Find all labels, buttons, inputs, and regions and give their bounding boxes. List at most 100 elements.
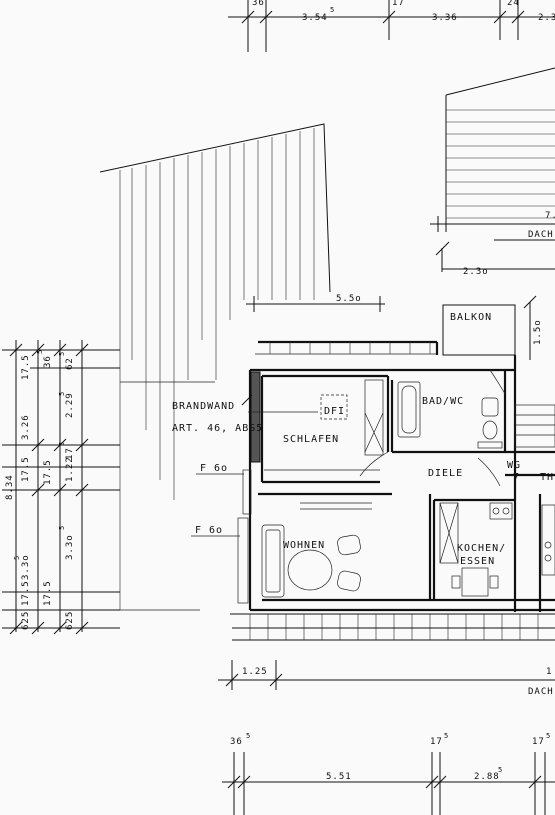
annotations: BRANDWAND ART. 46, ABS5 F 6o F 6o — [172, 401, 318, 604]
dining-chair-left — [451, 575, 461, 589]
toilet — [482, 420, 498, 440]
plan-walls: BALKON 1.5o — [241, 295, 555, 612]
armchair-bottom — [337, 570, 361, 592]
stove-burner-2 — [502, 507, 510, 515]
door-swing-diele — [477, 457, 501, 487]
door-swing-bad — [489, 369, 506, 395]
dim-top-17: 17 — [392, 0, 405, 8]
dim-roof-7: 7. — [545, 211, 555, 221]
dim-bottom-365: 36 — [230, 737, 243, 747]
dach-label-bottom: DACH — [528, 687, 554, 697]
dim-left-625-a: 625 — [21, 611, 31, 630]
note-brandwand-article: ART. 46, ABS5 — [172, 423, 263, 434]
dim-bottom-1: 1 — [546, 667, 552, 677]
room-bad-wc: BAD/WC — [422, 396, 464, 407]
dim-left-365-sup: 5 — [36, 350, 44, 354]
brandwand-block — [250, 371, 261, 463]
label-dfi: DFI — [324, 406, 345, 417]
dim-bottom-288: 2.88 — [474, 772, 500, 782]
kitchen-cabinet — [439, 502, 459, 564]
room-schlafen: SCHLAFEN — [283, 434, 339, 445]
sofa-left — [261, 524, 285, 598]
f60-wall-a — [242, 469, 252, 515]
counter-sink — [544, 541, 552, 549]
dim-left-175-d-sup: 5 — [58, 442, 66, 446]
dim-bottom-365-sup: 5 — [246, 732, 250, 740]
dim-bottom-175b: 17 — [532, 737, 545, 747]
dim-left-122: 1.22 — [65, 456, 75, 482]
room-kochen: KOCHEN/ — [457, 543, 506, 554]
dim-bottom-551: 5.51 — [326, 772, 352, 782]
dach-label-top: DACH — [528, 230, 554, 240]
dim-top-336: 3.36 — [432, 13, 458, 23]
dim-top-24: 24 — [507, 0, 520, 8]
room-th-partial: TH — [540, 472, 554, 483]
room-diele: DIELE — [428, 468, 463, 479]
room-essen: ESSEN — [460, 556, 495, 567]
left-roof-hatch — [99, 123, 331, 611]
toilet-tank — [477, 441, 503, 449]
bathtub — [397, 381, 421, 438]
counter-right — [541, 504, 555, 576]
dining-table — [461, 567, 489, 597]
room-diele-group: DIELE — [428, 457, 501, 487]
stove-burner-1 — [492, 507, 500, 515]
dim-roof-230: 2.3o — [463, 267, 489, 277]
room-bad-group: BAD/WC — [397, 369, 506, 449]
dim-left-625-b: 62 — [65, 357, 75, 370]
dim-left-175-f: 17.5 — [43, 580, 53, 606]
room-wohnen: WOHNEN — [283, 540, 325, 551]
dim-top-354: 3.54 — [302, 13, 328, 23]
dim-left-175-d: 17 — [65, 447, 75, 460]
dim-bottom-125: 1.25 — [242, 667, 268, 677]
stove — [489, 502, 513, 520]
f60-wall-b — [237, 517, 249, 604]
right-roof-hatch: 2.3o 7. DACH — [430, 67, 555, 277]
dim-bottom-175-sup: 5 — [444, 732, 448, 740]
armchair-top — [337, 534, 361, 556]
counter-hob — [544, 554, 552, 562]
dim-left-175-c: 17.5 — [21, 580, 31, 606]
dim-balkon-150: 1.5o — [533, 319, 543, 345]
dim-bottom-175b-sup: 5 — [546, 732, 550, 740]
note-f60-b: F 6o — [195, 525, 223, 536]
room-balkon: BALKON — [450, 312, 492, 323]
dim-left-175-b: 17.5 — [21, 456, 31, 482]
dim-left-330b: 3.3o — [65, 534, 75, 560]
sink — [481, 397, 499, 417]
dim-top-36: 36 — [252, 0, 265, 8]
dim-left-330b-sup: 5 — [58, 526, 66, 530]
room-kochen-group: KOCHEN/ ESSEN — [439, 502, 555, 597]
dim-top-23: 2.3 — [538, 13, 555, 23]
roof-dimension-550: 5.5o — [246, 294, 385, 312]
room-schlafen-group: DFI SCHLAFEN — [283, 379, 389, 477]
dim-bottom-288-sup: 5 — [498, 766, 502, 774]
note-brandwand: BRANDWAND — [172, 401, 235, 412]
dim-left-330: 3.3o — [21, 554, 31, 580]
coffee-table — [287, 549, 333, 591]
dim-left-326: 3.26 — [21, 414, 31, 440]
left-dimension-chains: 8.34 17.5 3.26 17.5 3.3o 5 17.5 625 36 5… — [2, 340, 120, 635]
dim-left-295: 2.29 — [65, 392, 75, 418]
dim-left-625-b-sup: 5 — [58, 352, 66, 356]
note-f60-a: F 6o — [200, 463, 228, 474]
bottom-roof-edge — [230, 613, 555, 641]
balkon-outline — [442, 304, 516, 356]
dfi-window — [320, 394, 348, 420]
dim-left-295-sup: 5 — [58, 392, 66, 396]
dim-left-365: 36 — [43, 355, 53, 368]
room-wg-number: 7 — [513, 472, 520, 483]
room-wohnen-group: WOHNEN — [261, 502, 372, 598]
dim-roof-550: 5.5o — [336, 294, 362, 304]
top-dimension-chain: 36 3.54 5 17 3.36 24 2.3 — [228, 0, 555, 52]
dim-left-834: 8.34 — [5, 474, 15, 500]
dim-left-330-sup: 5 — [13, 556, 21, 560]
wardrobe — [364, 379, 384, 456]
dim-bottom-175: 17 — [430, 737, 443, 747]
door-swing-schlafen — [359, 451, 389, 477]
bathtub-inner — [401, 385, 417, 434]
dim-left-625-c: 625 — [65, 611, 75, 630]
dim-left-175-e: 17.5 — [43, 459, 53, 485]
dining-chair-right — [489, 575, 499, 589]
